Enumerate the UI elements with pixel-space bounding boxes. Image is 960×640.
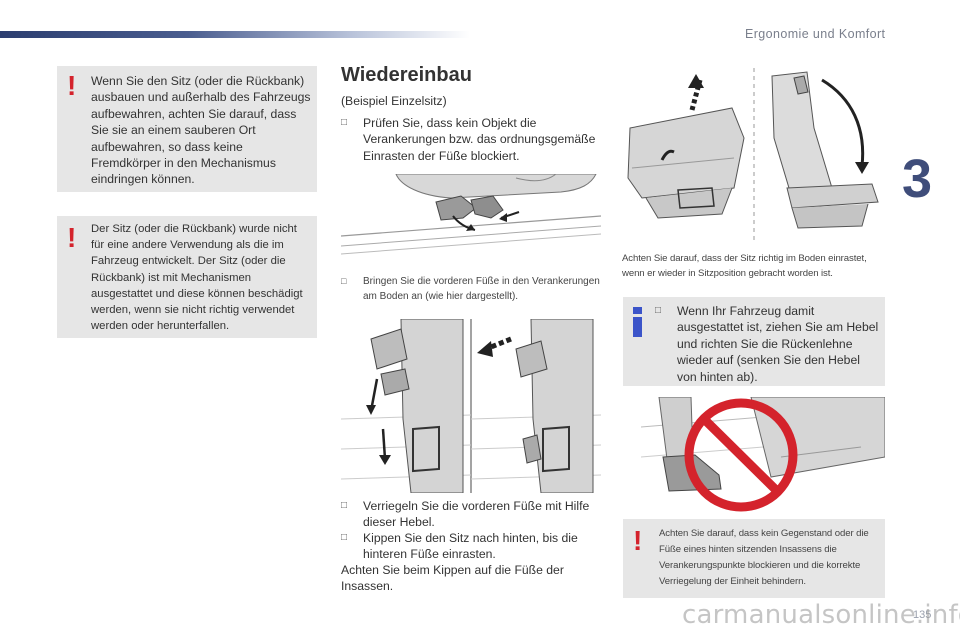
bullet-tilt-seat: □ Kippen Sie den Sitz nach hinten, bis d…: [341, 531, 578, 562]
section-heading: Wiedereinbau: [341, 64, 472, 86]
warning-text-3: Achten Sie darauf, dass kein Gegenstand …: [659, 528, 869, 587]
bullet-lock-feet: □ Verriegeln Sie die vorderen Füße mit H…: [341, 499, 590, 530]
checkbox-bullet-icon: □: [341, 117, 348, 128]
chapter-number: 3: [902, 149, 933, 209]
warning-text-2: Der Sitz (oder die Rückbank) wurde nicht…: [91, 223, 303, 333]
exclamation-icon: !: [67, 222, 77, 253]
watermark: carmanualsonline.info: [682, 600, 960, 630]
page-number: 135: [913, 609, 932, 621]
warning-text-1: Wenn Sie den Sitz (oder die Rückbank) au…: [91, 74, 311, 187]
checkbox-bullet-icon: □: [655, 305, 662, 316]
checkbox-bullet-icon: □: [341, 532, 348, 543]
header-bar: [0, 31, 470, 38]
tilt-note: Achten Sie beim Kippen auf die Füße der …: [341, 563, 564, 594]
info-icon: [631, 307, 645, 337]
caption-seat-engage: Achten Sie darauf, dass der Sitz richtig…: [622, 253, 867, 279]
bullet-check-objects: □ Prüfen Sie, dass kein Objekt die Veran…: [341, 116, 596, 163]
warning-box-2: ! Der Sitz (oder die Rückbank) wurde nic…: [57, 216, 317, 338]
checkbox-bullet-icon: □: [341, 276, 347, 286]
caption-front-feet: □ Bringen Sie die vorderen Füße in den V…: [341, 276, 600, 302]
info-box: □ Wenn Ihr Fahrzeug damit ausgestattet i…: [623, 297, 885, 386]
exclamation-icon: !: [633, 525, 643, 556]
subtitle: (Beispiel Einzelsitz): [341, 94, 447, 108]
warning-box-1: ! Wenn Sie den Sitz (oder die Rückbank) …: [57, 66, 317, 192]
exclamation-icon: !: [67, 70, 77, 101]
blocked-foot-illustration: [641, 397, 885, 519]
floor-anchor-illustration: [341, 174, 601, 264]
seat-reinstall-illustration: [622, 68, 886, 244]
section-title: Ergonomie und Komfort: [745, 27, 886, 41]
checkbox-bullet-icon: □: [341, 500, 348, 511]
seat-lever-illustration: [341, 319, 601, 493]
warning-box-3: ! Achten Sie darauf, dass kein Gegenstan…: [623, 519, 885, 598]
